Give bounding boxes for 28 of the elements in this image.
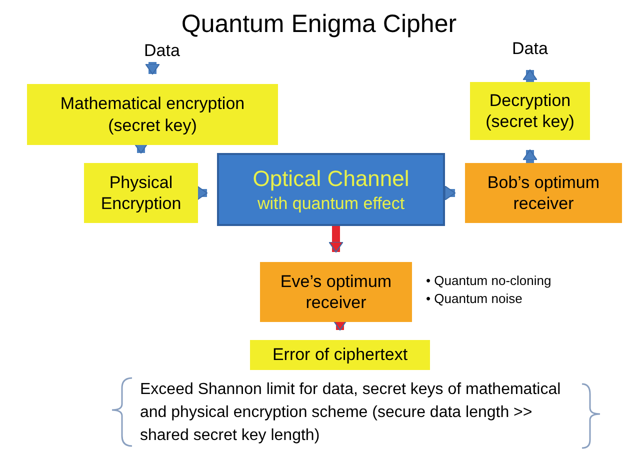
- channel-subtitle: with quantum effect: [257, 192, 405, 214]
- block-arrow: [145, 62, 160, 74]
- process-box: [84, 163, 198, 223]
- block-arrow: [328, 226, 344, 252]
- block-arrow: [444, 186, 456, 200]
- node-label: Error of ciphertext: [272, 344, 408, 366]
- process-box: [27, 84, 278, 145]
- note-text: Exceed Shannon limit for data, secret keys of mathematical and physical encryption scheme (secure data length >> shared secret key length): [140, 380, 562, 446]
- process-box: [470, 82, 590, 140]
- title: Quantum Enigma Cipher: [180, 9, 458, 40]
- node-label: Data: [144, 40, 180, 62]
- block-arrow: [522, 70, 538, 82]
- node-label: Physical Encryption: [100, 172, 182, 214]
- channel-title: Optical Channel: [252, 165, 410, 193]
- block-arrow: [522, 150, 538, 163]
- receiver-box: [465, 163, 622, 223]
- node-label: Eve’s optimum receiver: [279, 270, 393, 314]
- block-arrow: [196, 186, 208, 200]
- process-box: [250, 340, 430, 370]
- node-label: Mathematical encryption (secret key): [59, 93, 246, 136]
- node-label: Data: [512, 38, 548, 60]
- node-label: Decryption (secret key): [484, 90, 576, 132]
- bullet-note: • Quantum noise: [426, 290, 524, 308]
- bullet-note: • Quantum no-cloning: [426, 272, 552, 290]
- channel-box: [217, 153, 445, 226]
- block-arrow: [332, 320, 348, 330]
- block-arrow: [134, 142, 148, 154]
- node-label: Bob’s optimum receiver: [486, 172, 601, 214]
